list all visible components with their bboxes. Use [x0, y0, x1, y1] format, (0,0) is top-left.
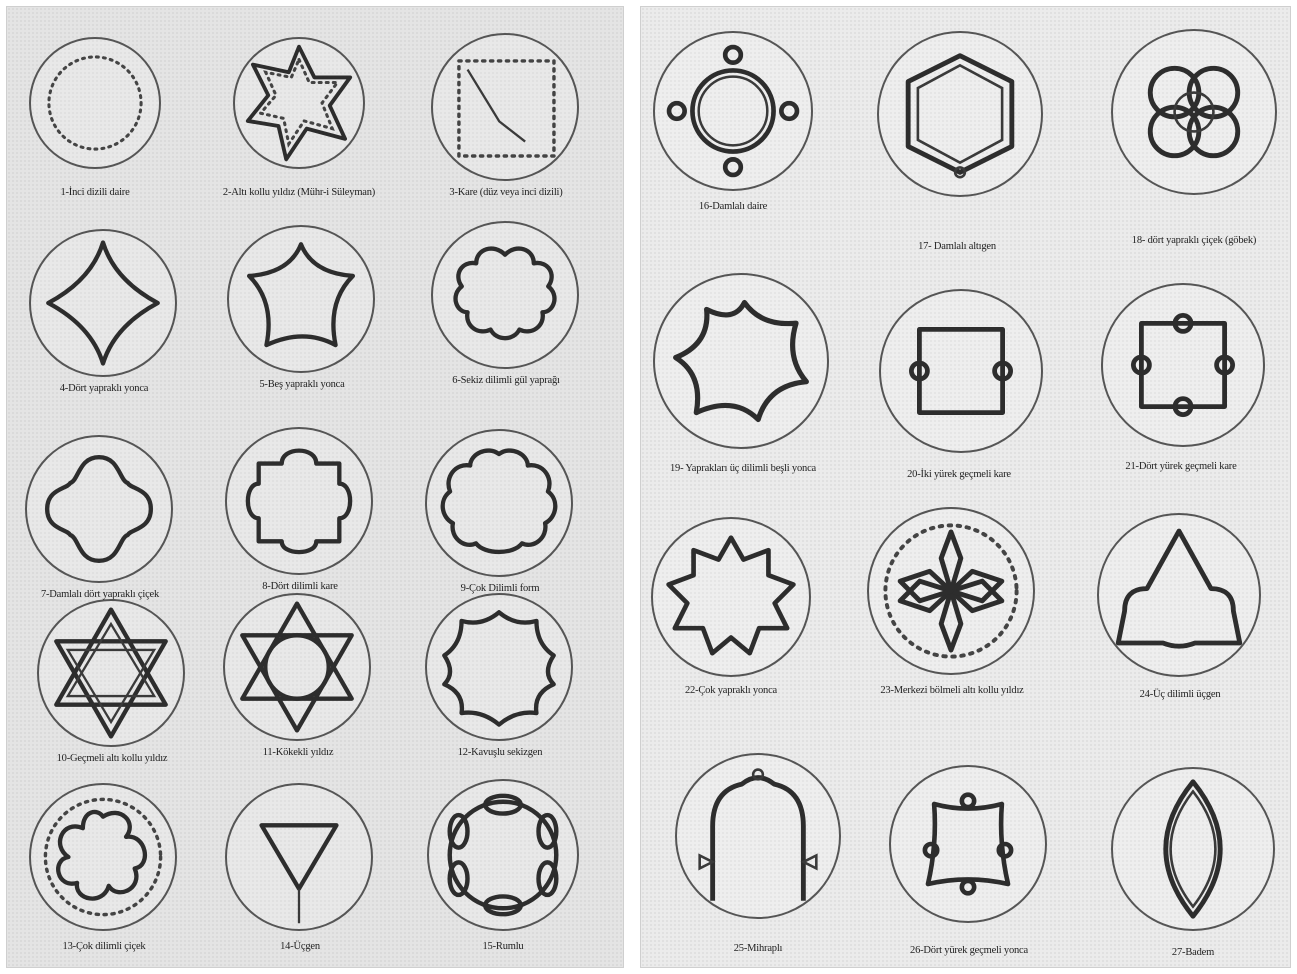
five-leaf-clover-icon [227, 225, 375, 373]
motif-cell: 1-İnci dizili daire [25, 37, 165, 197]
motif-caption: 14-Üçgen [185, 941, 415, 952]
two-heart-square-icon [879, 289, 1043, 453]
motif-cell: 19- Yaprakları üç dilimli beşli yonca [653, 273, 833, 473]
motif-caption: 22-Çok yapraklı yonca [611, 685, 851, 696]
four-petal-rosette-icon [1111, 29, 1277, 195]
motif-caption: 12-Kavuşlu sekizgen [385, 747, 615, 758]
drop-circle-icon [653, 31, 813, 191]
motif-cell: 6-Sekiz dilimli gül yaprağı [431, 221, 581, 385]
motif-caption: 23-Merkezi bölmeli altı kollu yıldız [827, 685, 1077, 696]
motif-cell: 27-Badem [1111, 767, 1275, 961]
motif-caption: 5-Beş yapraklı yonca [187, 379, 417, 390]
four-heart-square-icon [1101, 283, 1265, 447]
motif-cell: 5-Beş yapraklı yonca [227, 225, 377, 389]
multi-lobed-flower-icon [29, 783, 177, 931]
drop-hexagon-icon [877, 31, 1043, 197]
four-heart-clover-icon [889, 765, 1047, 923]
motif-caption: 16-Damlalı daire [613, 201, 853, 212]
motif-caption: 3-Kare (düz veya inci dizili) [391, 187, 621, 198]
motif-caption: 6-Sekiz dilimli gül yaprağı [391, 375, 621, 386]
triangle-icon [225, 783, 373, 931]
motif-cell: 12-Kavuşlu sekizgen [425, 593, 575, 757]
motif-caption: 18- dört yapraklı çiçek (göbek) [1071, 235, 1297, 246]
motif-caption: 20-İki yürek geçmeli kare [839, 469, 1079, 480]
hexagram-icon [223, 593, 371, 741]
motif-cell: 21-Dört yürek geçmeli kare [1101, 283, 1261, 479]
motif-caption: 15-Rumlu [387, 941, 619, 952]
four-leaf-clover-icon [29, 229, 177, 377]
motif-cell: 24-Üç dilimli üçgen [1097, 513, 1263, 707]
motif-cell: 2-Altı kollu yıldız (Mühr-i Süleyman) [229, 37, 369, 197]
mihrab-arch-icon [675, 753, 841, 919]
six-rhombus-star-icon [867, 507, 1035, 675]
motif-cell: 3-Kare (düz veya inci dizili) [431, 33, 581, 197]
motif-caption: 26-Dört yürek geçmeli yonca [849, 945, 1089, 956]
dotted-square-icon [431, 33, 579, 181]
motif-caption: 17- Damlalı altıgen [837, 241, 1077, 252]
motif-caption: 25-Mihraplı [635, 943, 881, 954]
motif-cell: 14-Üçgen [225, 783, 375, 953]
motif-cell: 17- Damlalı altıgen [877, 31, 1037, 231]
motif-caption: 19- Yaprakları üç dilimli beşli yonca [613, 463, 873, 474]
left-page: 1-İnci dizili daire 2-Altı kollu yıldız … [6, 6, 624, 968]
motif-caption: 11-Kökekli yıldız [183, 747, 413, 758]
motif-cell: 20-İki yürek geçmeli kare [879, 289, 1039, 485]
motif-cell: 9-Çok Dilimli form [425, 429, 575, 593]
motif-cell: 18- dört yapraklı çiçek (göbek) [1111, 29, 1277, 231]
motif-caption: 24-Üç dilimli üçgen [1057, 689, 1297, 700]
motif-caption: 2-Altı kollu yıldız (Mühr-i Süleyman) [189, 187, 409, 198]
multi-lobed-form-icon [425, 429, 573, 577]
eight-lobed-rose-icon [431, 221, 579, 369]
almond-icon [1111, 767, 1275, 931]
motif-caption: 8-Dört dilimli kare [185, 581, 415, 592]
motif-cell: 10-Geçmeli altı kollu yıldız [37, 599, 187, 763]
five-leaf-trefoil-icon [653, 273, 829, 449]
motif-cell: 26-Dört yürek geçmeli yonca [889, 765, 1049, 961]
motif-cell: 4-Dört yapraklı yonca [29, 229, 179, 393]
rumi-ring-icon [427, 779, 579, 931]
motif-cell: 15-Rumlu [427, 779, 579, 953]
motif-cell: 8-Dört dilimli kare [225, 427, 375, 591]
interlaced-star-icon [37, 599, 185, 747]
three-lobed-triangle-icon [1097, 513, 1261, 677]
right-page: 16-Damlalı daire 17- Damlalı altıgen 18-… [640, 6, 1291, 968]
motif-cell: 23-Merkezi bölmeli altı kollu yıldız [867, 507, 1037, 701]
motif-cell: 13-Çok dilimli çiçek [29, 783, 179, 953]
four-petal-flower-icon [25, 435, 173, 583]
motif-caption: 1-İnci dizili daire [0, 187, 205, 198]
motif-caption: 27-Badem [1071, 947, 1297, 958]
motif-cell: 11-Kökekli yıldız [223, 593, 373, 757]
four-lobed-square-icon [225, 427, 373, 575]
six-pointed-star-icon [233, 37, 365, 169]
motif-cell: 22-Çok yapraklı yonca [651, 517, 811, 701]
arched-octagon-icon [425, 593, 573, 741]
motif-caption: 21-Dört yürek geçmeli kare [1061, 461, 1297, 472]
dotted-circle-icon [29, 37, 161, 169]
multi-leaf-clover-icon [651, 517, 811, 677]
motif-cell: 16-Damlalı daire [653, 31, 813, 225]
motif-cell: 7-Damlalı dört yapraklı çiçek [25, 435, 175, 599]
motif-cell: 25-Mihraplı [675, 753, 841, 961]
